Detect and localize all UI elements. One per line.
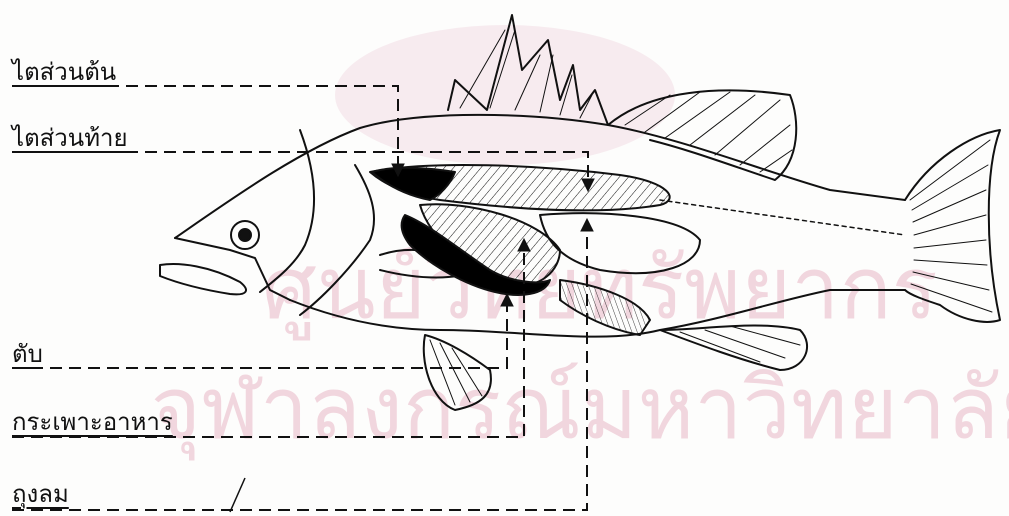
head-outline (175, 238, 290, 300)
label-stomach: กระเพาะอาหาร (12, 410, 173, 434)
body-outline (175, 115, 905, 337)
caudal-fin-rays (910, 140, 992, 312)
intestine-outline (560, 280, 650, 335)
swim-bladder-outline (540, 213, 700, 273)
arrow-liver (501, 294, 513, 306)
label-anterior-kidney: ไตส่วนต้น (12, 60, 116, 84)
anal-fin (660, 326, 807, 370)
label-liver: ตับ (12, 342, 43, 366)
mouth (160, 264, 246, 294)
pen-mark (230, 478, 245, 512)
dorsal-fin-rays (460, 30, 592, 118)
pelvic-fin (424, 335, 491, 410)
spiny-dorsal-fin (448, 15, 608, 125)
label-posterior-kidney: ไตส่วนท้าย (12, 126, 128, 150)
lateral-line (660, 200, 905, 235)
leader-liver (12, 300, 507, 368)
label-swim-bladder: ถุงลม (12, 482, 69, 506)
eye-pupil (239, 229, 251, 241)
operculum (300, 165, 374, 315)
arrow-swim-bladder (581, 219, 593, 231)
caudal-fin (905, 130, 1000, 322)
